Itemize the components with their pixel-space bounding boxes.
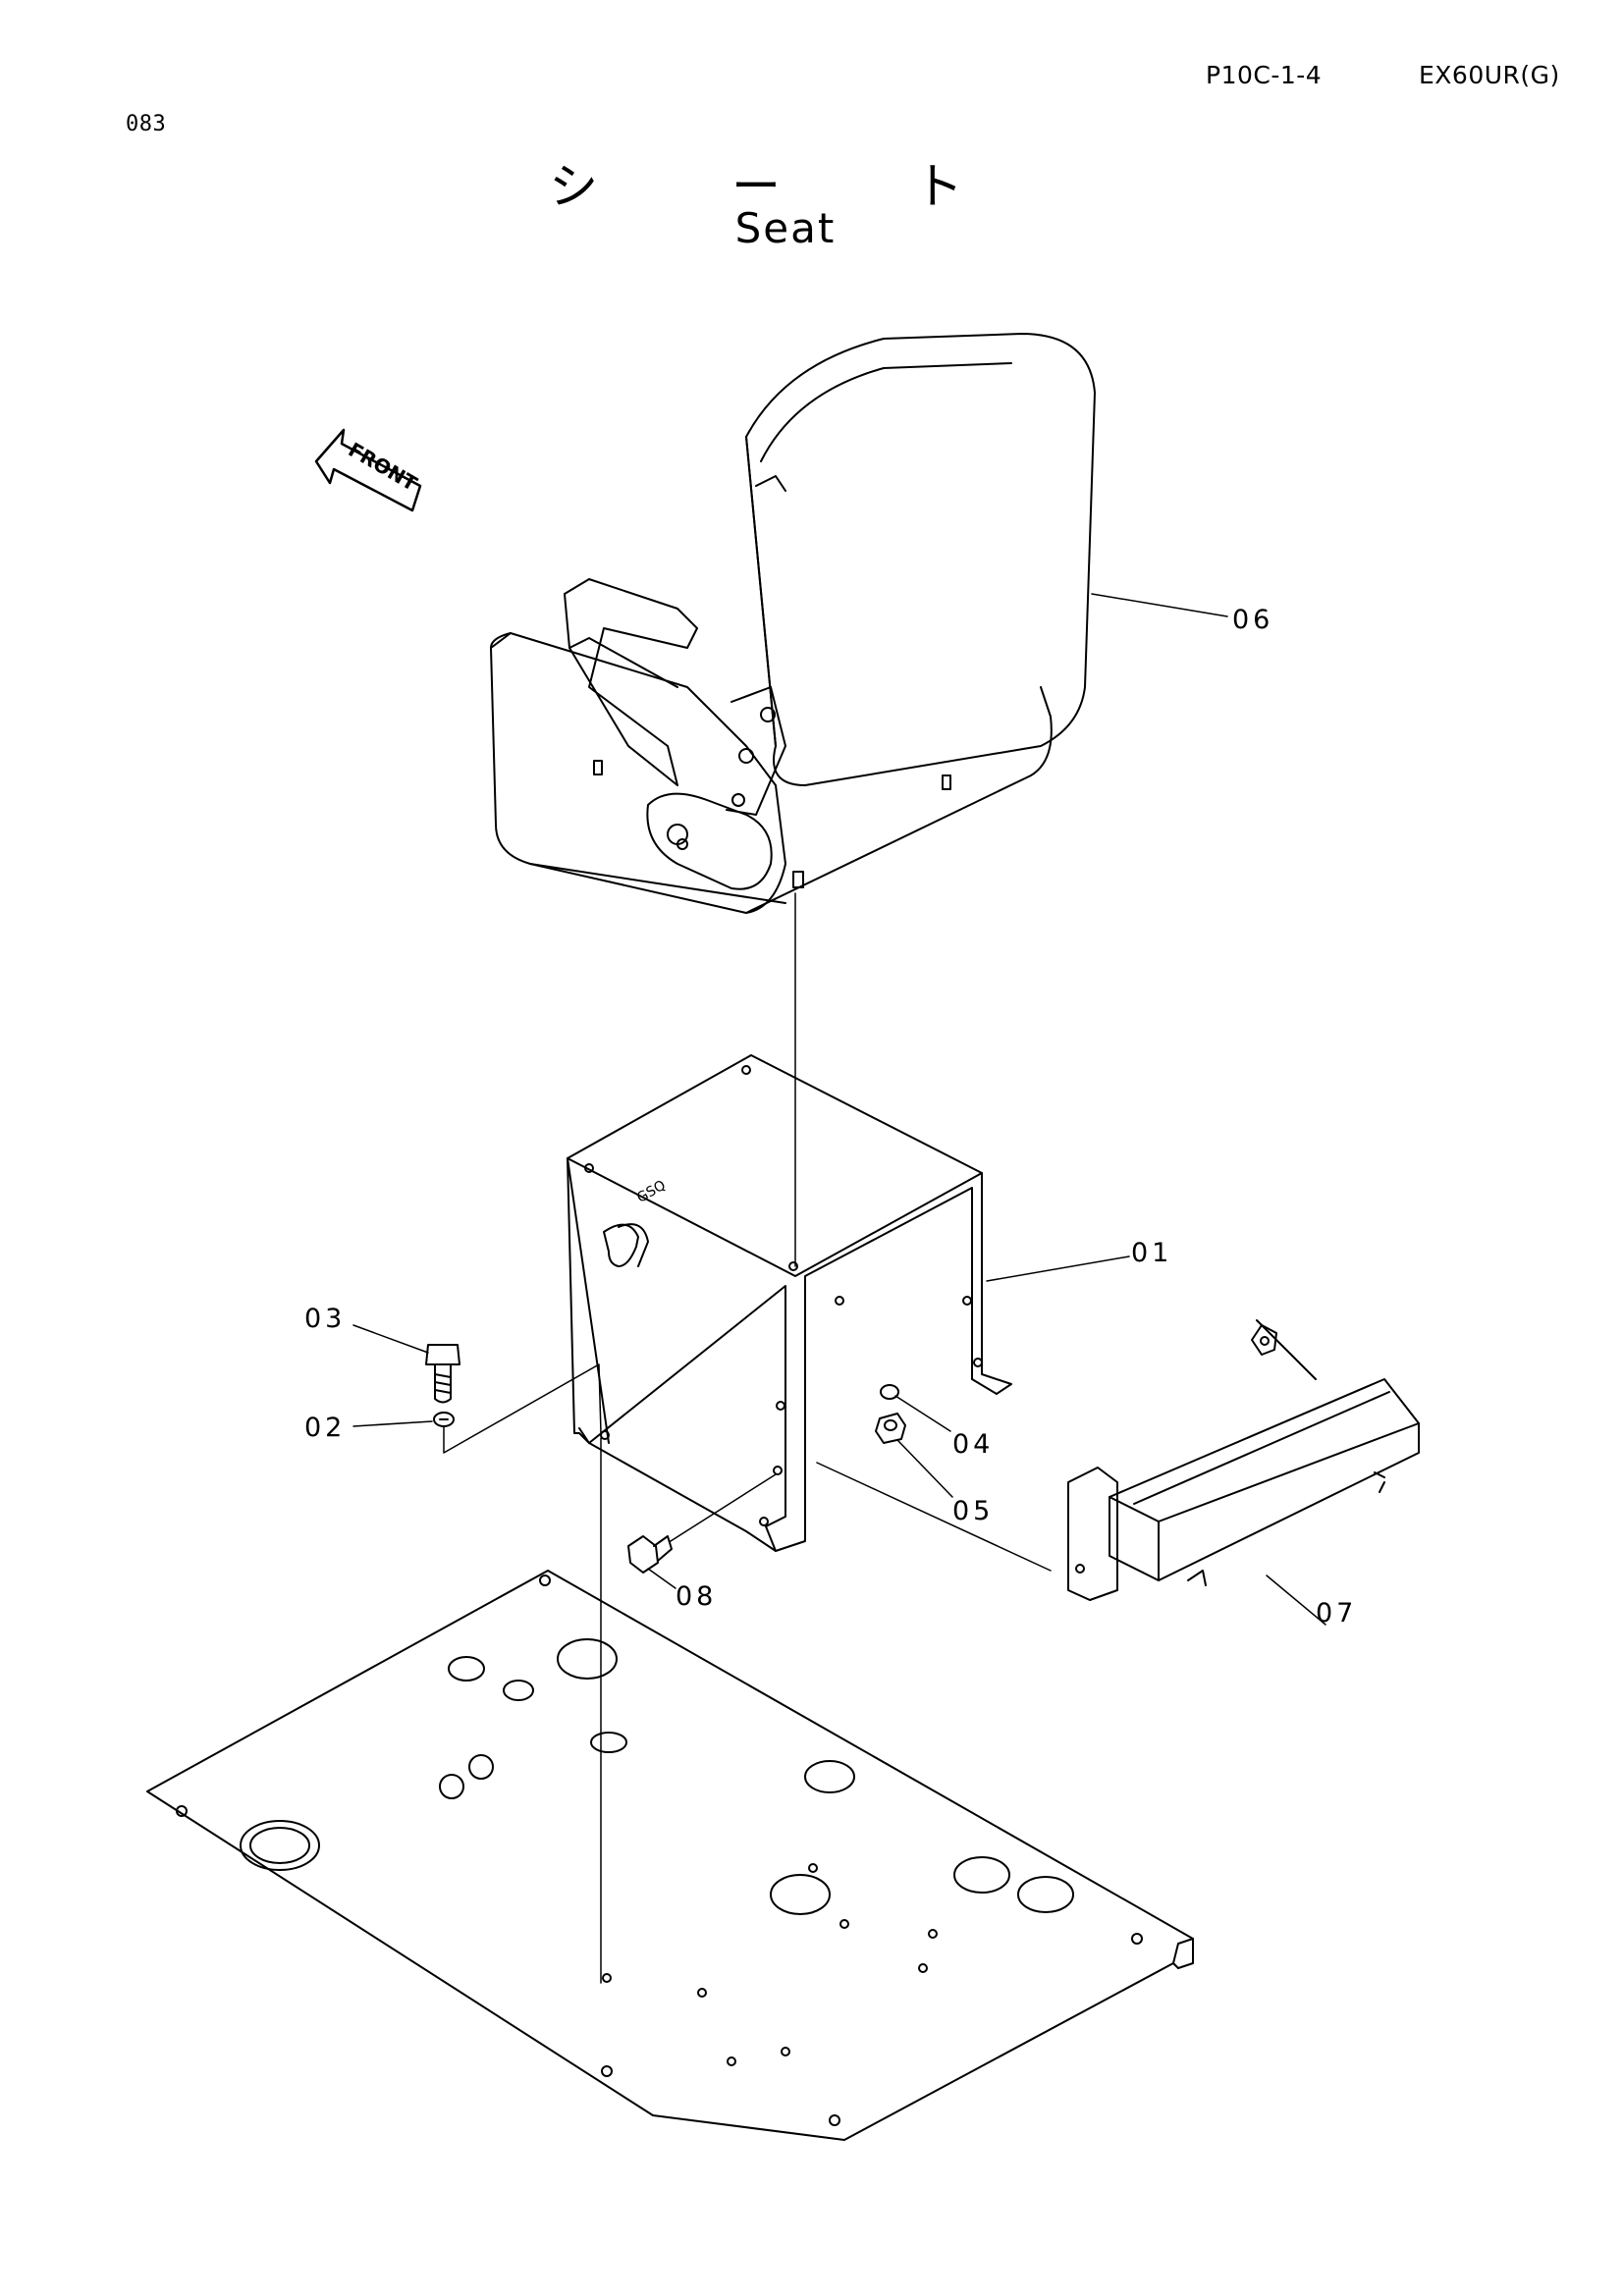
- bolt-08: [627, 1473, 777, 1589]
- callout-08: 08: [676, 1581, 717, 1612]
- tray-07: [1067, 1319, 1420, 1626]
- callout-05: 05: [952, 1496, 994, 1526]
- front-label: FRONT: [345, 438, 422, 496]
- front-arrow-icon: FRONT: [314, 428, 422, 512]
- model-code: EX60UR(G): [1419, 61, 1560, 89]
- callout-07: 07: [1316, 1598, 1357, 1629]
- bolt-03: [352, 1324, 460, 1404]
- floor-plate: [146, 1437, 1194, 2141]
- title-japanese: シ ー ト: [549, 158, 1022, 215]
- seat-stand: GSQ: [567, 1054, 1130, 1552]
- callout-03: 03: [304, 1304, 346, 1334]
- seat-assembly: [490, 333, 1228, 1267]
- page-number: 083: [126, 112, 167, 136]
- title-english: Seat: [734, 204, 837, 252]
- nut-05: [816, 1413, 1052, 1572]
- callout-01: 01: [1131, 1238, 1172, 1268]
- page-code: P10C-1-4: [1206, 61, 1323, 89]
- washer-02: [352, 1363, 602, 1454]
- callout-06: 06: [1232, 605, 1273, 635]
- washer-04: [880, 1384, 951, 1432]
- callout-04: 04: [952, 1429, 994, 1460]
- callout-02: 02: [304, 1413, 346, 1443]
